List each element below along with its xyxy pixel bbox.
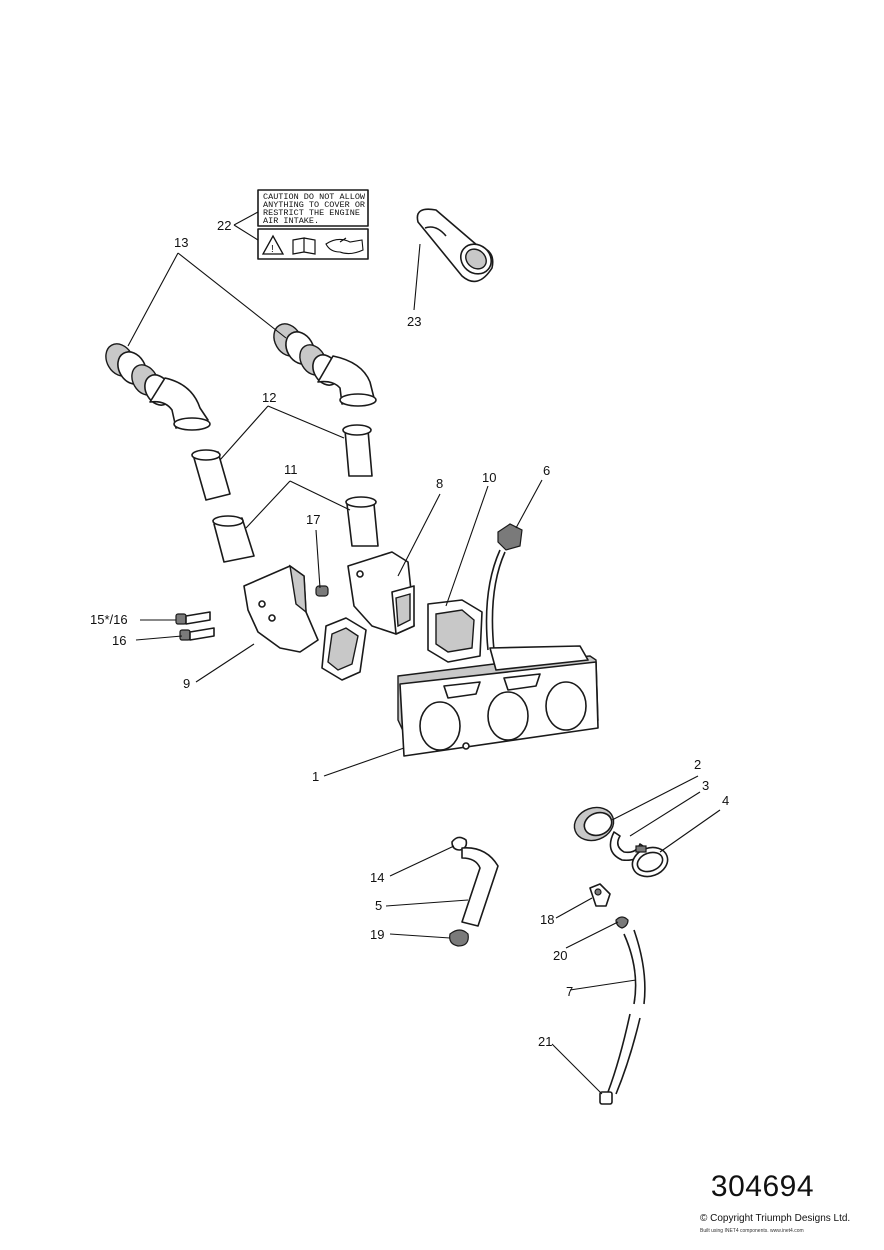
left-rubber-boot [321, 617, 367, 681]
callout-16: 16 [112, 633, 126, 648]
manual-book-icon [292, 237, 316, 255]
callout-10: 10 [482, 470, 496, 485]
part-21-cap [599, 1091, 613, 1105]
callout-6: 6 [543, 463, 550, 478]
callout-14: 14 [370, 870, 384, 885]
part-2-ring [573, 806, 615, 842]
leader-lines [127, 211, 721, 1095]
callout-15-16: 15*/16 [90, 612, 128, 627]
part-10-boot [427, 599, 483, 663]
part-9-elbow [243, 564, 319, 653]
decal-line-3: RESTRICT THE ENGINE [263, 208, 360, 218]
copyright-notice: © Copyright Triumph Designs Ltd. [700, 1213, 851, 1224]
callout-21: 21 [538, 1034, 552, 1049]
part-13-duct-right [273, 323, 377, 407]
part-8-elbow [347, 551, 415, 635]
diagram-plate-number: 304694 [710, 1170, 814, 1203]
part-17-grommet [315, 585, 329, 597]
part-13-duct-left [105, 343, 211, 431]
callout-18: 18 [540, 912, 554, 927]
callout-7: 7 [566, 984, 573, 999]
callout-12: 12 [262, 390, 276, 405]
callout-23: 23 [407, 314, 421, 329]
part-4-clamp [631, 845, 669, 878]
caution-decal: CAUTION DO NOT ALLOW ANYTHING TO COVER O… [257, 189, 369, 260]
callout-2: 2 [694, 757, 701, 772]
callout-20: 20 [553, 948, 567, 963]
callout-17: 17 [306, 512, 320, 527]
callout-9: 9 [183, 676, 190, 691]
callout-8: 8 [436, 476, 443, 491]
callout-11: 11 [284, 462, 298, 477]
part-12-sleeve-left [191, 449, 231, 501]
part-12-sleeve-right [342, 424, 373, 477]
callout-4: 4 [722, 793, 729, 808]
part-1-airbox [397, 645, 599, 757]
callout-3: 3 [702, 778, 709, 793]
part-19-clip [449, 929, 469, 947]
svg-text:!: ! [271, 244, 274, 255]
decal-line-2: ANYTHING TO COVER OR [263, 200, 365, 210]
decal-line-1: CAUTION DO NOT ALLOW [263, 192, 366, 202]
callout-labels: 22 23 13 12 11 17 8 10 6 15*/16 16 9 1 2… [90, 218, 729, 1049]
part-16-bolt [179, 627, 215, 641]
part-6-grommet [485, 523, 523, 651]
warning-triangle-icon [261, 234, 285, 255]
callout-19: 19 [370, 927, 384, 942]
part-11-sleeve-right [345, 496, 379, 547]
part-5-hose [461, 847, 499, 927]
part-11-sleeve-left [212, 515, 255, 563]
air-intake-icon [325, 237, 364, 255]
built-with-note: Built using INET4 components. www.inet4.… [700, 1228, 804, 1234]
decal-line-4: AIR INTAKE. [263, 216, 319, 226]
part-18-fitting [589, 883, 611, 907]
part-23-tube [416, 208, 494, 283]
callout-1: 1 [312, 769, 319, 784]
callout-5: 5 [375, 898, 382, 913]
part-7-hose [607, 929, 646, 1095]
callout-22: 22 [217, 218, 231, 233]
part-15-bolt [175, 611, 211, 625]
callout-13: 13 [174, 235, 188, 250]
part-14-clip [451, 836, 468, 851]
part-20-clip [615, 916, 629, 929]
